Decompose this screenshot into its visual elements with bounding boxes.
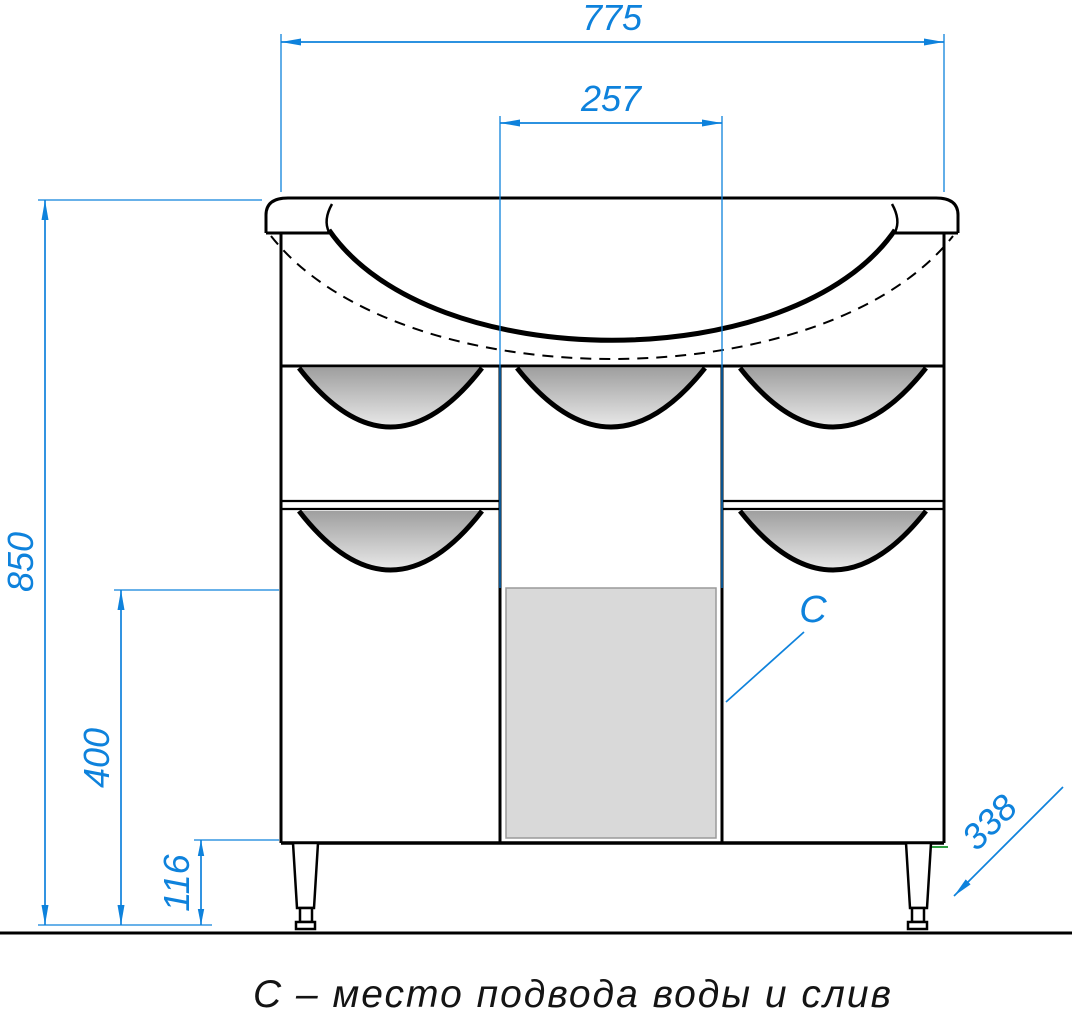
right-drawer-handle-arc — [738, 366, 928, 430]
right-leg-foot — [910, 906, 926, 924]
dim-850-label: 850 — [0, 532, 41, 592]
arrowhead — [954, 879, 971, 896]
arrowhead-top — [197, 840, 205, 856]
sink-rim-outline — [264, 196, 960, 233]
dimension-width-775: 775 — [280, 0, 945, 192]
sink-basin-back-curve-dashed — [270, 235, 954, 360]
dimension-width-257: 257 — [499, 78, 723, 588]
dim-400-label: 400 — [76, 728, 117, 788]
arrowhead-top — [41, 200, 49, 220]
arrowhead-bottom — [117, 905, 125, 925]
center-drawer-handle-arc — [515, 366, 707, 430]
arrowhead-right — [924, 38, 944, 46]
arrowhead-right — [702, 119, 722, 127]
cabinet-body — [279, 233, 948, 848]
left-leg — [291, 841, 320, 910]
dimension-height-400: 400 — [76, 589, 279, 925]
service-access-panel — [505, 587, 717, 839]
arrowhead-bottom — [41, 905, 49, 925]
leader-line — [725, 631, 805, 703]
arrowhead-left — [500, 119, 520, 127]
sink-basin-left-hook — [325, 203, 334, 233]
dimension-depth-338: 338 — [953, 786, 1064, 897]
sink-top — [264, 196, 960, 360]
left-leg-base — [294, 920, 317, 931]
dim-775-label: 775 — [582, 0, 643, 38]
handle-recesses — [297, 366, 928, 573]
legs — [291, 841, 933, 931]
dim-257-label: 257 — [580, 78, 643, 119]
dimension-height-116: 116 — [156, 839, 279, 925]
left-drawer-handle-arc — [297, 366, 484, 430]
right-leg — [904, 841, 933, 910]
dim-line — [953, 786, 1064, 897]
sink-basin-front-curve — [326, 228, 898, 343]
right-leg-base — [906, 920, 929, 931]
connection-marker: С — [725, 589, 827, 703]
sink-basin-right-hook — [890, 203, 899, 233]
connection-marker-label: С — [799, 589, 827, 631]
arrowhead-left — [281, 38, 301, 46]
left-door-handle-arc — [297, 509, 484, 573]
dimension-height-850: 850 — [0, 199, 262, 926]
drawing-caption: С – место подвода воды и слив — [253, 973, 893, 1016]
dim-116-label: 116 — [156, 853, 197, 911]
arrowhead-top — [117, 590, 125, 610]
left-leg-foot — [298, 906, 314, 924]
arrowhead-bottom — [197, 909, 205, 925]
right-door-handle-arc — [738, 509, 928, 573]
dim-338-label: 338 — [953, 786, 1024, 857]
